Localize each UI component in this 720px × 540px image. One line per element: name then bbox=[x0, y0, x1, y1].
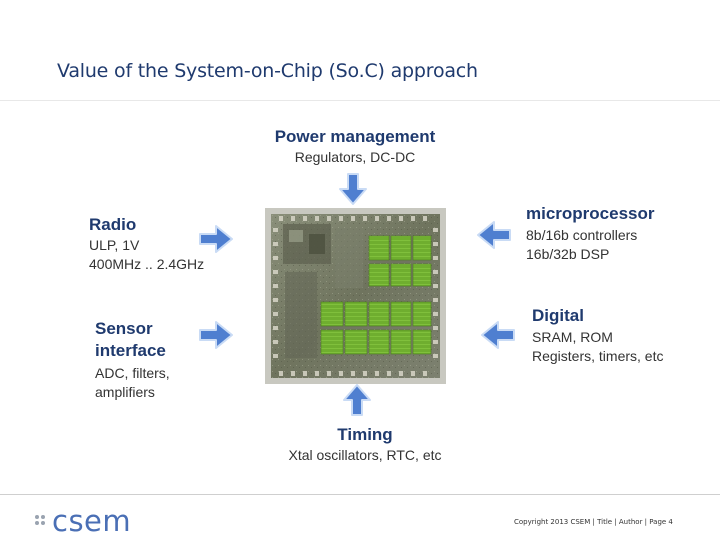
arrow-left-icon bbox=[481, 320, 515, 350]
radio-desc-line-1: ULP, 1V bbox=[89, 237, 140, 253]
logo-dots-icon bbox=[34, 514, 48, 533]
power-management-block: Power management Regulators, DC-DC bbox=[240, 127, 470, 167]
slide-title: Value of the System-on-Chip (So.C) appro… bbox=[57, 60, 478, 82]
microprocessor-desc-line-2: 16b/32b DSP bbox=[526, 246, 610, 262]
sensor-desc-line-2: amplifiers bbox=[95, 384, 155, 400]
arrow-down-icon bbox=[338, 173, 368, 205]
radio-block: Radio ULP, 1V 400MHz .. 2.4GHz bbox=[89, 215, 204, 274]
digital-title: Digital bbox=[532, 306, 584, 325]
microprocessor-title: microprocessor bbox=[526, 204, 655, 223]
arrow-right-icon bbox=[199, 224, 233, 254]
sensor-desc-line-1: ADC, filters, bbox=[95, 365, 170, 381]
microprocessor-block: microprocessor 8b/16b controllers 16b/32… bbox=[526, 204, 655, 264]
radio-desc-line-2: 400MHz .. 2.4GHz bbox=[89, 256, 205, 272]
sensor-interface-block: Sensor interface ADC, filters, amplifier… bbox=[95, 318, 170, 402]
timing-title: Timing bbox=[337, 425, 393, 444]
arrow-right-icon bbox=[199, 320, 233, 350]
sensor-title-line-1: Sensor bbox=[95, 319, 153, 338]
power-management-title: Power management bbox=[274, 127, 436, 146]
header-divider bbox=[0, 100, 720, 101]
timing-desc: Xtal oscillators, RTC, etc bbox=[288, 447, 442, 463]
timing-block: Timing Xtal oscillators, RTC, etc bbox=[250, 425, 480, 465]
digital-desc-line-2: Registers, timers, etc bbox=[532, 348, 664, 364]
digital-desc-line-1: SRAM, ROM bbox=[532, 329, 613, 345]
radio-title: Radio bbox=[89, 215, 137, 234]
footer-info: Copyright 2013 CSEM | Title | Author | P… bbox=[514, 518, 673, 526]
digital-block: Digital SRAM, ROM Registers, timers, etc bbox=[532, 306, 663, 366]
power-management-desc: Regulators, DC-DC bbox=[294, 149, 416, 165]
sensor-title-line-2: interface bbox=[95, 341, 166, 360]
arrow-left-icon bbox=[477, 220, 511, 250]
arrow-up-icon bbox=[342, 384, 372, 416]
csem-logo: csem bbox=[52, 504, 132, 538]
microprocessor-desc-line-1: 8b/16b controllers bbox=[526, 227, 638, 243]
footer-divider bbox=[0, 494, 720, 495]
chip-die-image bbox=[265, 208, 446, 384]
